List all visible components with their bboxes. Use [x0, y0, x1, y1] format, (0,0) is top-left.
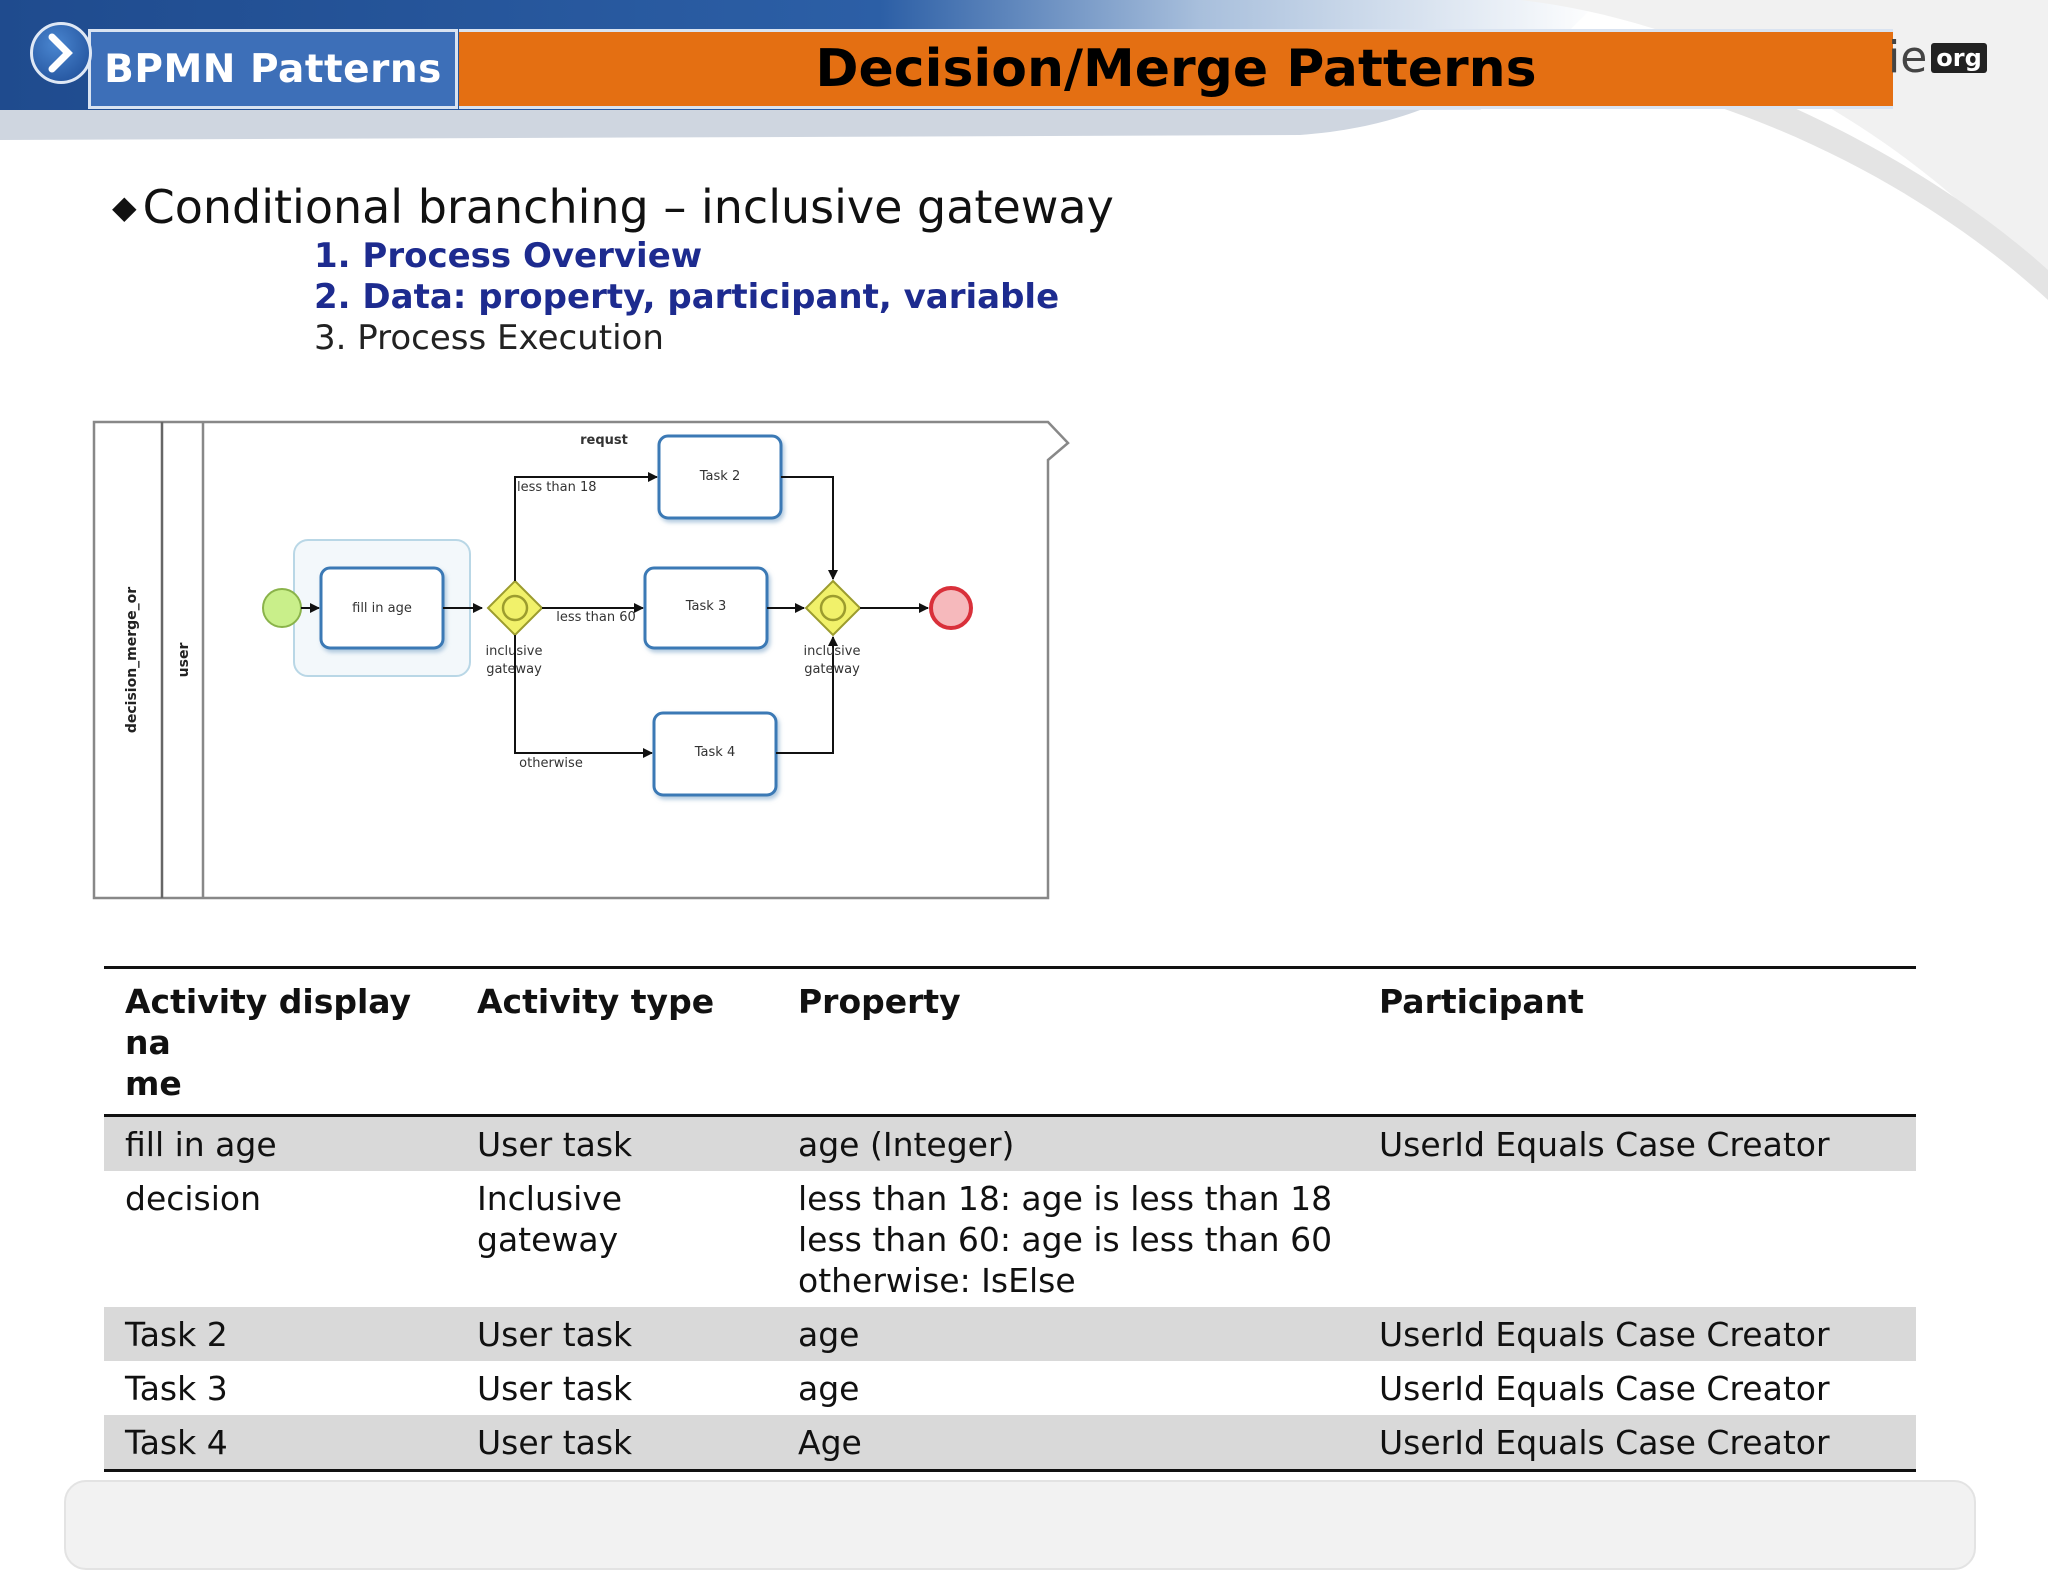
- cell-activity: Task 3: [125, 1369, 228, 1408]
- cell-property: Age: [777, 1415, 1358, 1471]
- step-item: 2. Data: property, participant, variable: [314, 277, 1060, 317]
- cell-type: User task: [456, 1115, 777, 1171]
- column-header-type: Activity type: [477, 982, 715, 1021]
- task-label: Task 4: [694, 745, 735, 760]
- table-row: Task 2 User task age UserId Equals Case …: [104, 1307, 1916, 1361]
- task-3: Task 3: [643, 566, 769, 650]
- flow-label-otherwise: otherwise: [519, 756, 583, 771]
- lane-label: user: [176, 643, 192, 678]
- cell-type: User task: [456, 1415, 777, 1471]
- cell-activity: Task 4: [104, 1415, 456, 1471]
- cell-participant: UserId Equals Case Creator: [1358, 1415, 1916, 1471]
- gateway-label: gateway: [804, 662, 860, 677]
- task-label: fill in age: [352, 601, 412, 616]
- cell-type: User task: [456, 1307, 777, 1361]
- task-label: Task 3: [685, 599, 726, 614]
- task-2: Task 2: [657, 434, 783, 520]
- step-item: 1. Process Overview: [314, 236, 703, 276]
- bpmn-diagram: decision_merge_or user requst fill in ag…: [90, 418, 1080, 903]
- cell-property: age (Integer): [777, 1115, 1358, 1171]
- logo-badge: org: [1931, 42, 1987, 73]
- header: BPMN Patterns Decision/Merge Patterns ie…: [0, 0, 2048, 130]
- step-list: 1. Process Overview 2. Data: property, p…: [314, 236, 1059, 359]
- cell-activity: Task 2: [104, 1307, 456, 1361]
- table-header-row: Activity display na me Activity type Pro…: [104, 967, 1916, 1116]
- table-row: Task 4 User task Age UserId Equals Case …: [104, 1415, 1916, 1471]
- footer-panel: [64, 1480, 1976, 1570]
- column-header-activity: Activity display na me: [125, 982, 412, 1103]
- nav-arrow-button[interactable]: [30, 22, 92, 84]
- end-event: [929, 586, 973, 630]
- cell-type: User task: [477, 1369, 633, 1408]
- cell-activity: decision: [125, 1179, 262, 1218]
- task-fill-in-age: fill in age: [319, 566, 445, 650]
- cell-property: age: [777, 1307, 1358, 1361]
- table-row: Task 3 User task age UserId Equals Case …: [104, 1361, 1916, 1415]
- inclusive-gateway-merge: inclusive gateway: [804, 579, 862, 677]
- flow-label-less-than-18: less than 18: [517, 480, 597, 495]
- cell-property: age: [798, 1369, 860, 1408]
- column-header-participant: Participant: [1379, 982, 1584, 1021]
- chevron-right-icon: [48, 33, 73, 73]
- cell-property: less than 18: age is less than 18 less t…: [798, 1179, 1333, 1300]
- gateway-label: inclusive: [804, 644, 861, 659]
- table-row: decision Inclusive gateway less than 18:…: [104, 1171, 1916, 1307]
- title-bar: Decision/Merge Patterns: [459, 29, 1893, 109]
- task-4: Task 4: [652, 711, 778, 797]
- step-item: 3. Process Execution: [314, 318, 664, 358]
- column-header-property: Property: [798, 982, 961, 1021]
- pool-label: decision_merge_or: [124, 587, 140, 733]
- page-title: Decision/Merge Patterns: [815, 39, 1537, 99]
- bullet-text: Conditional branching – inclusive gatewa…: [142, 180, 1114, 234]
- cell-participant: UserId Equals Case Creator: [1379, 1369, 1830, 1408]
- flow-label-less-than-60: less than 60: [556, 610, 636, 625]
- start-event: [262, 588, 302, 628]
- logo: ie org: [1888, 32, 1987, 83]
- diamond-bullet-icon: ◆: [112, 187, 137, 226]
- cell-activity: fill in age: [104, 1115, 456, 1171]
- cell-participant: UserId Equals Case Creator: [1358, 1115, 1916, 1171]
- table-row: fill in age User task age (Integer) User…: [104, 1115, 1916, 1171]
- cell-participant: [1358, 1171, 1916, 1307]
- bullet-heading: ◆Conditional branching – inclusive gatew…: [112, 180, 1114, 234]
- diagram-top-label: requst: [580, 433, 628, 448]
- section-label: BPMN Patterns: [88, 29, 458, 109]
- logo-text: ie: [1888, 32, 1928, 83]
- task-label: Task 2: [699, 469, 740, 484]
- cell-type: Inclusive gateway: [477, 1179, 623, 1259]
- cell-participant: UserId Equals Case Creator: [1358, 1307, 1916, 1361]
- activity-table: Activity display na me Activity type Pro…: [104, 966, 1916, 1472]
- inclusive-gateway-split: inclusive gateway: [486, 579, 544, 677]
